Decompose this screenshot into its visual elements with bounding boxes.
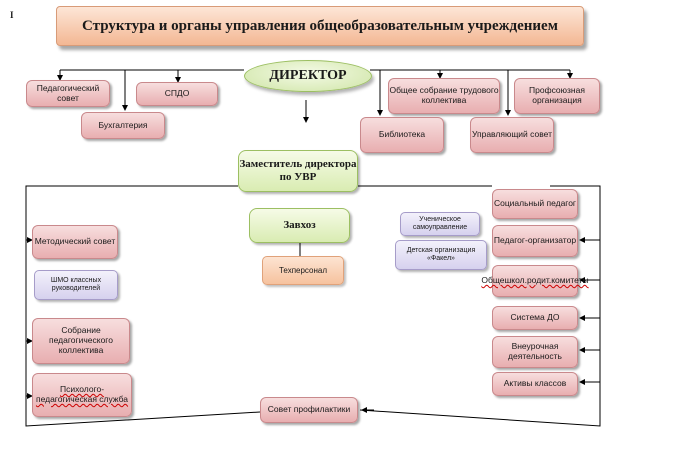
soc-pedagog-node[interactable]: Социальный педагог <box>492 189 578 219</box>
psych-service-node[interactable]: Психолого-педагогическая служба <box>32 373 132 417</box>
buhgalteria-node[interactable]: Бухгалтерия <box>81 112 165 139</box>
director-node[interactable]: ДИРЕКТОР <box>244 60 372 92</box>
aktivy-node[interactable]: Активы классов <box>492 372 578 396</box>
obshcheshk-node[interactable]: Общешкол.родит.комитеты <box>481 265 589 297</box>
sobranie-ped-node[interactable]: Собрание педагогического коллектива <box>32 318 130 364</box>
uch-samoupr-node[interactable]: Ученическое самоуправление <box>400 212 480 236</box>
det-org-node[interactable]: Детская организация «Факел» <box>395 240 487 270</box>
psych-service-label: Психолого-педагогическая служба <box>35 384 129 404</box>
sovet-profilaktiki-node[interactable]: Совет профилактики <box>260 397 358 423</box>
biblioteka-node[interactable]: Библиотека <box>360 117 444 153</box>
profsoyuz-node[interactable]: Профсоюзная организация <box>514 78 600 114</box>
obshcheshk-label: Общешкол.родит.комитеты <box>481 275 589 286</box>
corner-marker: I <box>10 10 14 20</box>
obshchee-sobranie-node[interactable]: Общее собрание трудового коллектива <box>388 78 500 114</box>
upr-sovet-node[interactable]: Управляющий совет <box>470 117 554 153</box>
metod-sovet-node[interactable]: Методический совет <box>32 225 118 259</box>
sistema-do-node[interactable]: Система ДО <box>492 306 578 330</box>
ped-org-node[interactable]: Педагог-организатор <box>492 225 578 257</box>
zavhoz-node[interactable]: Завхоз <box>249 208 350 243</box>
spdo-node[interactable]: СПДО <box>136 82 218 106</box>
chart-title: Структура и органы управления общеобразо… <box>56 6 584 46</box>
deputy-node[interactable]: Заместитель директора по УВР <box>238 150 358 192</box>
ped-sovet-node[interactable]: Педагогический совет <box>26 80 110 107</box>
shmo-node[interactable]: ШМО классных руководителей <box>34 270 118 300</box>
tehpersonal-node[interactable]: Техперсонал <box>262 256 344 285</box>
vneurochnaya-node[interactable]: Внеурочная деятельность <box>492 336 578 368</box>
